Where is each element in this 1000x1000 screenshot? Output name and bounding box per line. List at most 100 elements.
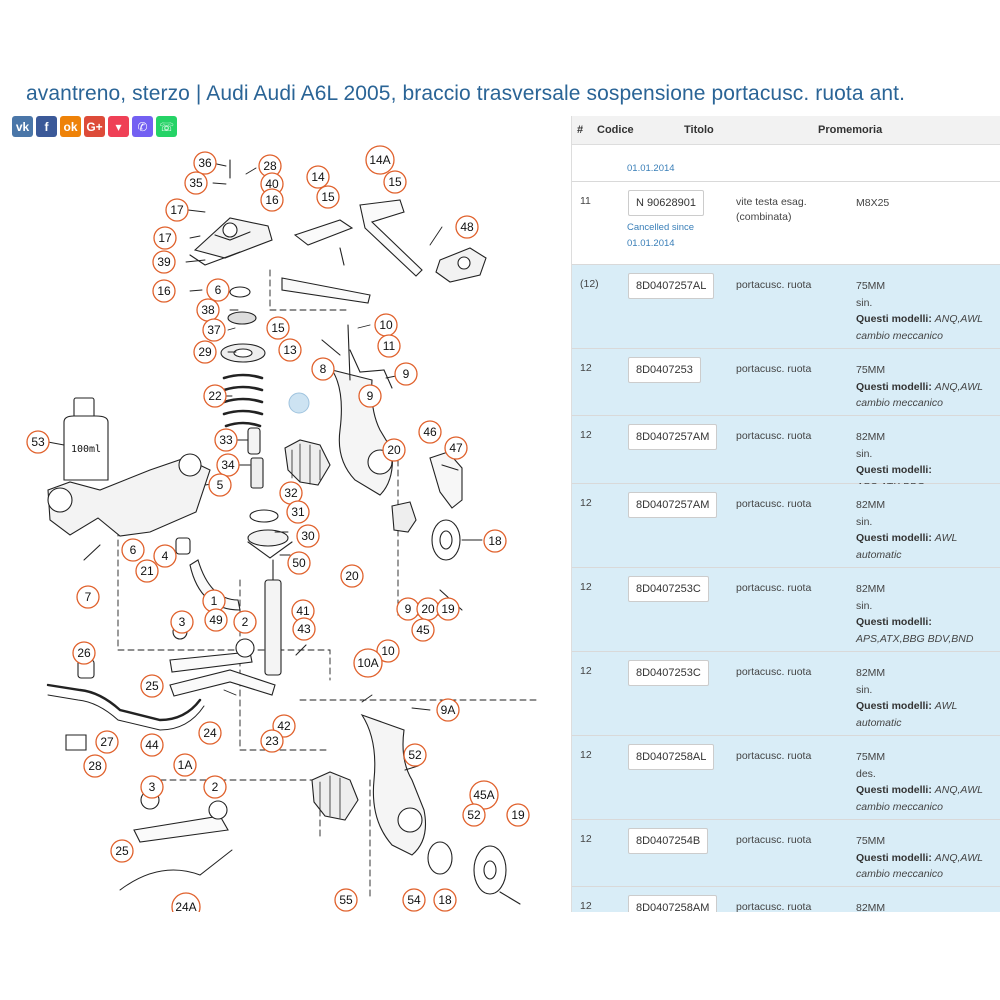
callout-1A[interactable]: 1A — [173, 753, 197, 777]
part-code-link[interactable]: 8D0407253C — [628, 660, 709, 686]
callout-37[interactable]: 37 — [202, 318, 226, 342]
callout-3[interactable]: 3 — [140, 775, 164, 799]
col-title[interactable]: Titolo — [684, 124, 714, 136]
callout-16[interactable]: 16 — [152, 279, 176, 303]
callout-2[interactable]: 2 — [233, 610, 257, 634]
callout-9[interactable]: 9 — [358, 384, 382, 408]
callout-25[interactable]: 25 — [140, 674, 164, 698]
callout-55[interactable]: 55 — [334, 888, 358, 912]
callout-25[interactable]: 25 — [110, 839, 134, 863]
callout-5[interactable]: 5 — [208, 473, 232, 497]
callout-38[interactable]: 38 — [196, 298, 220, 322]
callout-29[interactable]: 29 — [193, 340, 217, 364]
part-code-link[interactable]: 8D0407254B — [628, 828, 709, 854]
callout-10[interactable]: 10 — [376, 639, 400, 663]
callout-3[interactable]: 3 — [170, 610, 194, 634]
callout-53[interactable]: 53 — [26, 430, 50, 454]
callout-36[interactable]: 36 — [193, 151, 217, 175]
callout-54[interactable]: 54 — [402, 888, 426, 912]
callout-49[interactable]: 49 — [204, 608, 228, 632]
callout-18[interactable]: 18 — [483, 529, 507, 553]
callout-24A[interactable]: 24A — [171, 892, 201, 912]
col-code[interactable]: Codice — [597, 124, 634, 136]
callout-10A[interactable]: 10A — [353, 648, 383, 678]
callout-14[interactable]: 14 — [306, 165, 330, 189]
callout-9[interactable]: 9 — [396, 597, 420, 621]
callout-48[interactable]: 48 — [455, 215, 479, 239]
callout-14A[interactable]: 14A — [365, 145, 395, 175]
callout-17[interactable]: 17 — [153, 226, 177, 250]
callout-9A[interactable]: 9A — [436, 698, 460, 722]
callout-52[interactable]: 52 — [403, 743, 427, 767]
callout-39[interactable]: 39 — [152, 250, 176, 274]
callout-24[interactable]: 24 — [198, 721, 222, 745]
part-code-link[interactable]: 8D0407257AL — [628, 273, 715, 299]
callout-20[interactable]: 20 — [382, 438, 406, 462]
callout-6[interactable]: 6 — [121, 538, 145, 562]
callout-52[interactable]: 52 — [462, 803, 486, 827]
part-code-link[interactable]: 8D0407258AL — [628, 744, 715, 770]
part-code-link[interactable]: N 90628901 — [628, 190, 704, 216]
callout-47[interactable]: 47 — [444, 436, 468, 460]
facebook-icon[interactable]: f — [36, 116, 57, 137]
odnoklassniki-icon[interactable]: ok — [60, 116, 81, 137]
callout-7[interactable]: 7 — [76, 585, 100, 609]
callout-43[interactable]: 43 — [292, 617, 316, 641]
part-code-link[interactable]: 8D0407257AM — [628, 424, 718, 450]
callout-22[interactable]: 22 — [203, 384, 227, 408]
part-code-link[interactable]: 8D0407258AM — [628, 895, 718, 912]
vk-icon[interactable]: vk — [12, 116, 33, 137]
callout-45[interactable]: 45 — [411, 618, 435, 642]
part-code-link[interactable]: 8D0407257AM — [628, 492, 718, 518]
callout-2[interactable]: 2 — [203, 775, 227, 799]
callout-15[interactable]: 15 — [316, 185, 340, 209]
callout-26[interactable]: 26 — [72, 641, 96, 665]
callout-8[interactable]: 8 — [311, 357, 335, 381]
callout-16[interactable]: 16 — [260, 188, 284, 212]
callout-10[interactable]: 10 — [374, 313, 398, 337]
callout-17[interactable]: 17 — [165, 198, 189, 222]
callout-18[interactable]: 18 — [433, 888, 457, 912]
callout-46[interactable]: 46 — [418, 420, 442, 444]
callout-9[interactable]: 9 — [394, 362, 418, 386]
pocket-icon[interactable]: ▾ — [108, 116, 129, 137]
callout-15[interactable]: 15 — [383, 170, 407, 194]
callout-6[interactable]: 6 — [206, 278, 230, 302]
part-code-link[interactable]: 8D0407253 — [628, 357, 701, 383]
callout-35[interactable]: 35 — [184, 171, 208, 195]
callout-19[interactable]: 19 — [436, 597, 460, 621]
callout-28[interactable]: 28 — [83, 754, 107, 778]
part-code-link[interactable]: 8D0407253C — [628, 576, 709, 602]
whatsapp-icon[interactable]: ☏ — [156, 116, 177, 137]
callout-30[interactable]: 30 — [296, 524, 320, 548]
callout-11[interactable]: 11 — [377, 334, 401, 358]
callout-50[interactable]: 50 — [287, 551, 311, 575]
callout-33[interactable]: 33 — [214, 428, 238, 452]
viber-icon[interactable]: ✆ — [132, 116, 153, 137]
callout-19[interactable]: 19 — [506, 803, 530, 827]
callout-41[interactable]: 41 — [291, 599, 315, 623]
callout-20[interactable]: 20 — [416, 597, 440, 621]
googleplus-icon[interactable]: G+ — [84, 116, 105, 137]
callout-15[interactable]: 15 — [266, 316, 290, 340]
callout-23[interactable]: 23 — [260, 729, 284, 753]
callout-13[interactable]: 13 — [278, 338, 302, 362]
callout-21[interactable]: 21 — [135, 559, 159, 583]
callout-44[interactable]: 44 — [140, 733, 164, 757]
callout-31[interactable]: 31 — [286, 500, 310, 524]
callout-4[interactable]: 4 — [153, 544, 177, 568]
callout-20[interactable]: 20 — [340, 564, 364, 588]
callout-27[interactable]: 27 — [95, 730, 119, 754]
callout-40[interactable]: 40 — [260, 172, 284, 196]
callout-45A[interactable]: 45A — [469, 780, 499, 810]
